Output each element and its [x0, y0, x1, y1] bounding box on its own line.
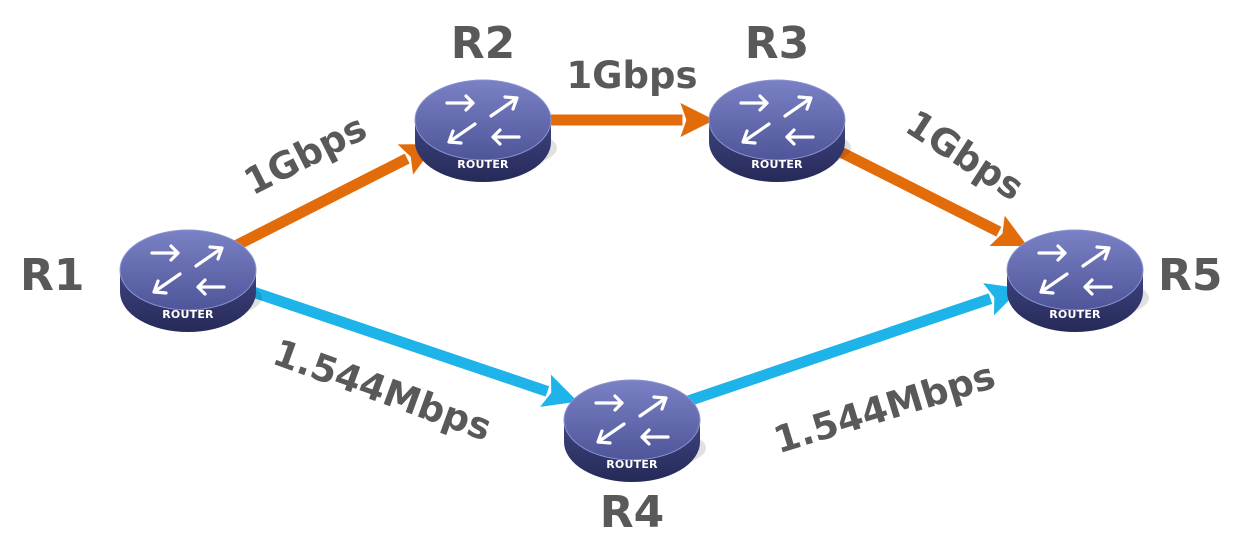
router-r2: ROUTER [414, 79, 557, 182]
link-label-r4-r5: 1.544Mbps [769, 354, 1000, 462]
router-icon [1037, 244, 1113, 296]
router-top [563, 379, 701, 461]
router-name-r3: R3 [745, 18, 810, 69]
router-top [708, 79, 846, 161]
router-caption: ROUTER [1049, 308, 1101, 321]
router-caption: ROUTER [751, 158, 803, 171]
router-r4: ROUTER [563, 379, 706, 482]
link-label-r2-r3: 1Gbps [566, 54, 697, 97]
link-r3-r5 [814, 135, 1028, 247]
link-shaft [814, 135, 1002, 237]
routers-layer: ROUTER ROUTER ROUTER ROUTER ROUTER [119, 79, 1149, 482]
link-shaft [676, 293, 993, 410]
arrowhead-icon [989, 215, 1028, 247]
router-caption: ROUTER [457, 158, 509, 171]
router-icon [594, 394, 670, 446]
router-r3: ROUTER [708, 79, 851, 182]
link-shaft [232, 280, 550, 397]
router-icon [150, 244, 226, 296]
router-top [1006, 229, 1144, 311]
router-top [119, 229, 257, 311]
links-layer [225, 103, 1028, 410]
link-r1-r4 [232, 280, 578, 407]
link-r2-r3 [536, 103, 715, 137]
router-top [414, 79, 552, 161]
router-name-r2: R2 [451, 18, 516, 69]
router-caption: ROUTER [162, 308, 214, 321]
arrowhead-icon [680, 103, 715, 137]
router-icon [445, 94, 521, 146]
router-name-r1: R1 [20, 250, 85, 301]
router-name-r4: R4 [600, 487, 665, 537]
arrowhead-icon [540, 374, 578, 407]
link-shaft [225, 153, 410, 255]
router-icon [739, 94, 815, 146]
router-caption: ROUTER [606, 458, 658, 471]
router-r5: ROUTER [1006, 229, 1149, 332]
link-label-r1-r4: 1.544Mbps [267, 331, 497, 450]
router-r1: ROUTER [119, 229, 262, 332]
router-name-r5: R5 [1158, 250, 1223, 301]
